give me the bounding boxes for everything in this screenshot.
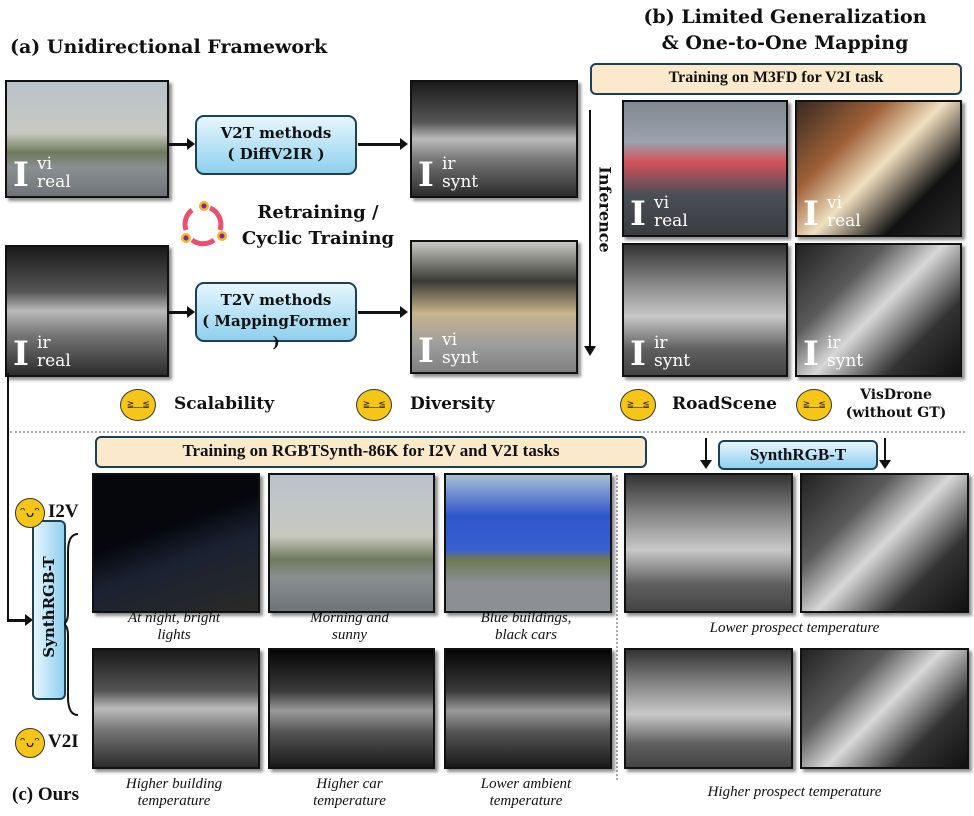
panel-c-title: (c) Ours xyxy=(12,784,80,805)
lower-temp-aerial-image xyxy=(800,473,969,613)
blue-buildings-image xyxy=(444,473,612,613)
caption: Lower prospect temperature xyxy=(709,620,880,636)
inference-arrow xyxy=(589,110,591,350)
sad-face-icon: ≧﹏≦ xyxy=(120,389,156,421)
arrowhead xyxy=(879,460,891,469)
sad-face-icon: ≧﹏≦ xyxy=(356,389,392,421)
arrow-down-icon xyxy=(705,438,707,462)
rgbtsynth-training-banner: Training on RGBTSynth-86K for I2V and V2… xyxy=(95,436,647,468)
sad-face-icon: ≧﹏≦ xyxy=(620,389,656,421)
morning-sunny-image xyxy=(268,473,435,613)
cycle-icon xyxy=(181,201,227,247)
caption: Blue buildings,black cars xyxy=(480,610,572,643)
night-lights-image xyxy=(92,473,260,613)
cyclic-training-label: Retraining /Cyclic Training xyxy=(241,202,395,249)
synthrgbt-side-box: SynthRGB-T xyxy=(32,520,66,700)
brace-icon xyxy=(64,533,79,716)
inference-label: Inference xyxy=(595,166,615,253)
sad-face-icon: ≧﹏≦ xyxy=(796,389,832,421)
lower-temp-road-image xyxy=(624,473,793,613)
synthrgbt-box: SynthRGB-T xyxy=(718,440,878,470)
arrow-down-icon xyxy=(884,438,886,462)
arrow-icon xyxy=(358,306,408,318)
lower-ambient-temp-image xyxy=(444,648,612,769)
higher-temp-aerial-image xyxy=(800,648,969,769)
section-divider xyxy=(10,431,965,433)
arrow-down-icon xyxy=(584,346,596,356)
panel-a-title: (a) Unidirectional Framework xyxy=(10,36,328,58)
caption: Higher prospect temperature xyxy=(707,784,882,800)
m3fd-training-banner: Training on M3FD for V2I task xyxy=(590,63,962,95)
visdrone-label: VisDrone(without GT) xyxy=(845,387,947,421)
arrowhead xyxy=(700,460,712,469)
roadscene-label: RoadScene xyxy=(672,394,777,414)
arrow-icon xyxy=(358,138,408,150)
arrow-icon xyxy=(167,306,195,318)
panel-b-title: (b) Limited Generalization& One-to-One M… xyxy=(643,6,927,54)
column-divider xyxy=(616,475,618,780)
higher-temp-road-image xyxy=(624,648,793,769)
i2v-label: I2V xyxy=(48,501,79,522)
t2v-methods-box: T2V methods( MappingFormer ) xyxy=(195,282,357,351)
connector-line xyxy=(7,373,9,621)
happy-face-icon: ᵔᴗᵔ xyxy=(15,728,45,758)
higher-building-temp-image xyxy=(92,648,260,769)
v2i-label: V2I xyxy=(48,731,79,752)
higher-car-temp-image xyxy=(268,648,435,769)
scalability-label: Scalability xyxy=(174,394,275,414)
diversity-label: Diversity xyxy=(410,394,495,414)
v2t-methods-box: V2T methods( DiffV2IR ) xyxy=(195,115,357,175)
arrow-icon xyxy=(167,138,195,150)
synthrgbt-side-label: SynthRGB-T xyxy=(40,556,58,658)
arrow-icon xyxy=(7,614,33,626)
happy-face-icon: ᵔᴗᵔ xyxy=(15,498,45,528)
